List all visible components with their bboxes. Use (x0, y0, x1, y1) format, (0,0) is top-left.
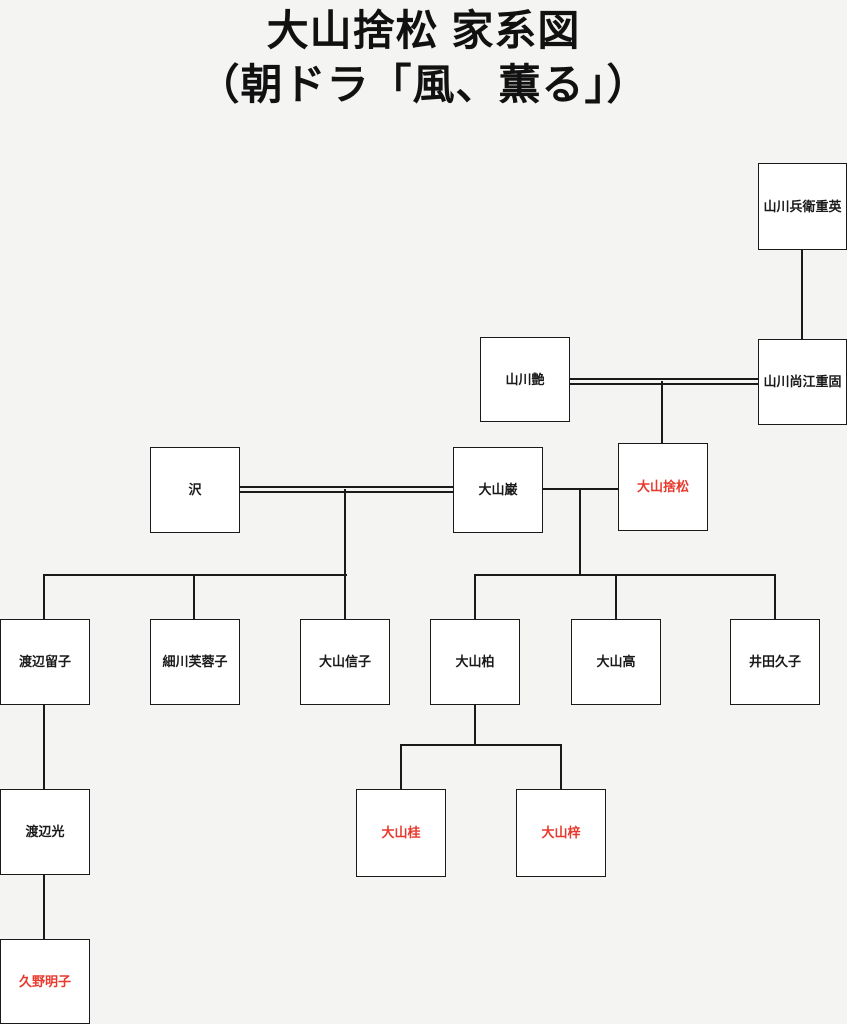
tree-line-tomeko-to-hikaru (43, 705, 45, 789)
person-name: 大山捨松 (636, 479, 689, 495)
person-node-oyama-nobuko[interactable]: 大山信子 (300, 619, 390, 705)
person-node-hosokawa-fuyoko[interactable]: 細川芙蓉子 (150, 619, 240, 705)
person-node-oyama-kashiwa[interactable]: 大山柏 (430, 619, 520, 705)
person-name: 大山信子 (318, 654, 371, 670)
person-node-oyama-iwao[interactable]: 大山巌 (453, 447, 543, 533)
tree-line-sawa-iwao-children-drop (344, 489, 346, 575)
person-name: 山川兵衛重英 (763, 198, 842, 214)
person-node-kuno-akiko[interactable]: 久野明子 (0, 939, 90, 1024)
tree-line-marriage-to-sutematsu (661, 381, 663, 443)
tree-line-drop-azusa (560, 745, 562, 789)
person-name: 山川尚江重固 (763, 374, 842, 390)
person-name: 細川芙蓉子 (162, 654, 228, 670)
tree-line-tsuya-naoe-marriage (570, 378, 758, 385)
tree-line-drop-nobuko (344, 575, 346, 619)
person-name: 大山桂 (381, 825, 421, 841)
person-name: 大山高 (596, 654, 636, 670)
tree-line-hyoe-to-naoe (801, 250, 803, 339)
person-name: 大山巌 (478, 482, 518, 498)
tree-line-drop-tomeko (43, 575, 45, 619)
tree-line-drop-fuyoko (193, 575, 195, 619)
tree-line-sutematsu-children-drop (579, 489, 581, 575)
tree-line-sawa-iwao-marriage (240, 486, 453, 493)
person-name: 山川艶 (505, 371, 545, 387)
person-node-oyama-takashi[interactable]: 大山高 (571, 619, 661, 705)
person-node-oyama-sutematsu[interactable]: 大山捨松 (618, 443, 708, 531)
tree-line-kashiwa-children-drop (474, 705, 476, 745)
tree-line-drop-katsura (400, 745, 402, 789)
tree-line-kashiwa-children-bar (400, 744, 562, 746)
person-node-sawa[interactable]: 沢 (150, 447, 240, 533)
chart-title: 大山捨松 家系図 （朝ドラ「風、薫る」） (0, 4, 847, 112)
person-name: 久野明子 (18, 973, 71, 989)
person-node-oyama-katsura[interactable]: 大山桂 (356, 789, 446, 877)
person-name: 沢 (188, 482, 202, 498)
person-node-yamakawa-tsuya[interactable]: 山川艶 (480, 337, 570, 422)
person-node-yamakawa-hyoe-shigehide[interactable]: 山川兵衛重英 (758, 163, 847, 250)
tree-line-drop-hisako (774, 575, 776, 619)
person-name: 渡辺光 (25, 824, 65, 840)
person-name: 大山梓 (541, 825, 581, 841)
tree-line-hikaru-to-akiko (43, 875, 45, 939)
person-node-oyama-azusa[interactable]: 大山梓 (516, 789, 606, 877)
person-node-ida-hisako[interactable]: 井田久子 (730, 619, 820, 705)
person-name: 井田久子 (748, 654, 801, 670)
person-name: 大山柏 (455, 654, 495, 670)
chart-title-line1: 大山捨松 家系図 (266, 7, 581, 54)
tree-line-drop-takashi (615, 575, 617, 619)
person-node-yamakawa-naoe-shigekata[interactable]: 山川尚江重固 (758, 339, 847, 425)
person-node-watanabe-tomeko[interactable]: 渡辺留子 (0, 619, 90, 705)
person-node-watanabe-hikaru[interactable]: 渡辺光 (0, 789, 90, 875)
person-name: 渡辺留子 (18, 654, 71, 670)
chart-title-line2: （朝ドラ「風、薫る」） (197, 60, 650, 108)
tree-line-sutematsu-children-bar (474, 574, 776, 576)
tree-line-sawa-children-bar (43, 574, 347, 576)
tree-line-drop-kashiwa (474, 575, 476, 619)
